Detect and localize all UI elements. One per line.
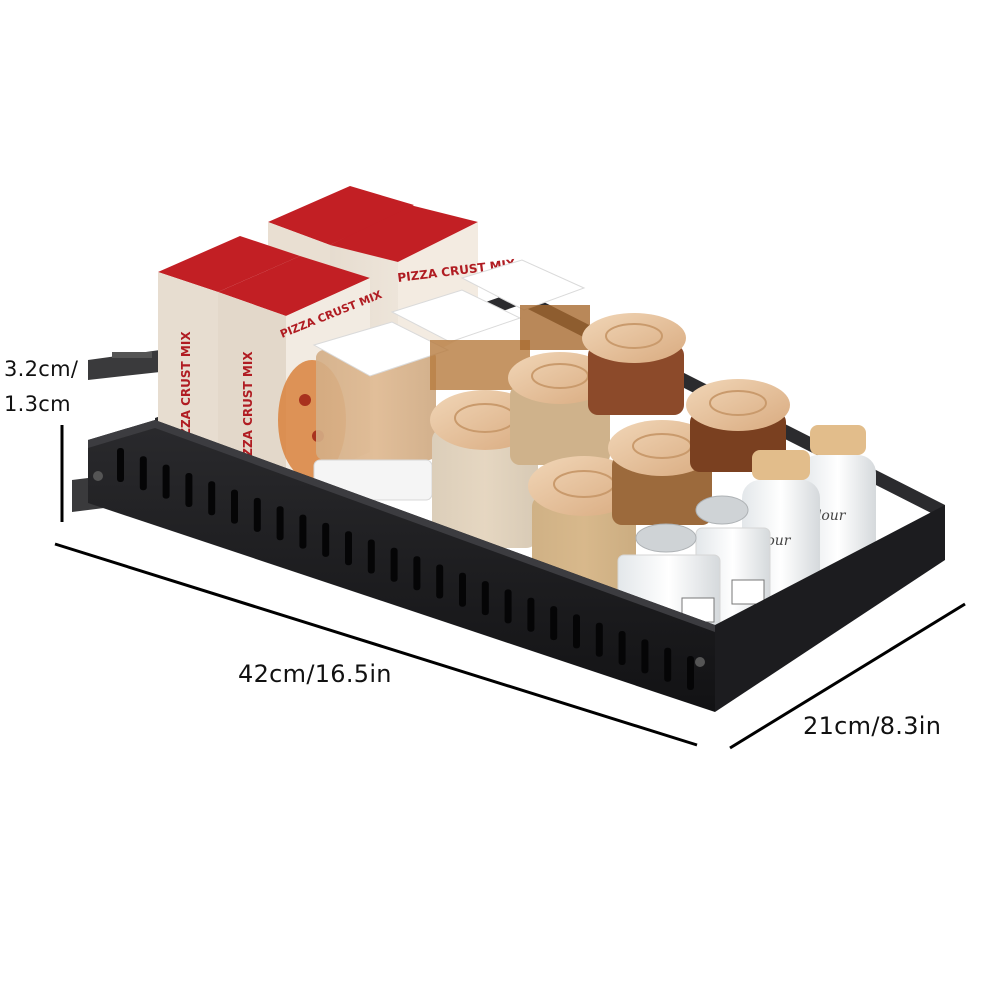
rack-slot (595, 622, 603, 657)
rack-slot (436, 564, 444, 599)
rack-slot (322, 522, 330, 557)
depth-dimension-label: 21cm/8.3in (803, 712, 942, 740)
depth-line (729, 602, 966, 750)
height-value-cm: 3.2cm/ (4, 357, 79, 381)
snack-container-front (312, 321, 450, 501)
rack-slot (687, 656, 694, 690)
seed-jar (608, 420, 716, 525)
length-line (54, 542, 698, 747)
height-dimension-label: 3.2cm/ 1.3cm (4, 352, 78, 422)
rack-slot (641, 639, 649, 674)
nut-jar-mid (508, 352, 612, 465)
nut-jar-back (582, 313, 686, 415)
rack-slot (299, 514, 307, 549)
box-front-left: PIZZA CRUST MIX (158, 236, 300, 470)
rack-slot (276, 506, 284, 541)
snack-container-back (460, 259, 590, 350)
box-label: PIZZA CRUST MIX (179, 331, 193, 450)
height-value-in: 1.3cm (4, 392, 71, 416)
peanut-jar (528, 456, 640, 590)
rack-slot (231, 489, 238, 524)
rack-slot (390, 547, 398, 582)
rack-slot (413, 556, 421, 591)
rack-slot (459, 572, 466, 607)
rack-slot (618, 631, 626, 665)
rack-slot (253, 497, 261, 532)
length-dimension-label: 42cm/16.5in (238, 660, 392, 688)
rack-slot (185, 473, 193, 507)
box-label: PIZZA CRUST MIX (241, 351, 255, 470)
rack-slot (664, 647, 672, 682)
rack-slot (117, 448, 124, 482)
rack-slot (208, 481, 216, 516)
rack-front-wall (88, 420, 945, 712)
rack-slot (367, 539, 375, 574)
rack-slot (481, 581, 489, 616)
rack-slot (527, 597, 535, 632)
rack-slot (139, 456, 147, 491)
rack-slot (345, 531, 352, 566)
rack-slot (573, 614, 580, 649)
rack-slot (550, 606, 558, 641)
rack-slot (504, 589, 512, 624)
box-front-main: PIZZA CRUST MIX PIZZA CRUST MIX (218, 256, 384, 490)
rack-slots (117, 448, 694, 690)
dimension-lines (54, 425, 966, 750)
rack-slot (162, 464, 170, 499)
